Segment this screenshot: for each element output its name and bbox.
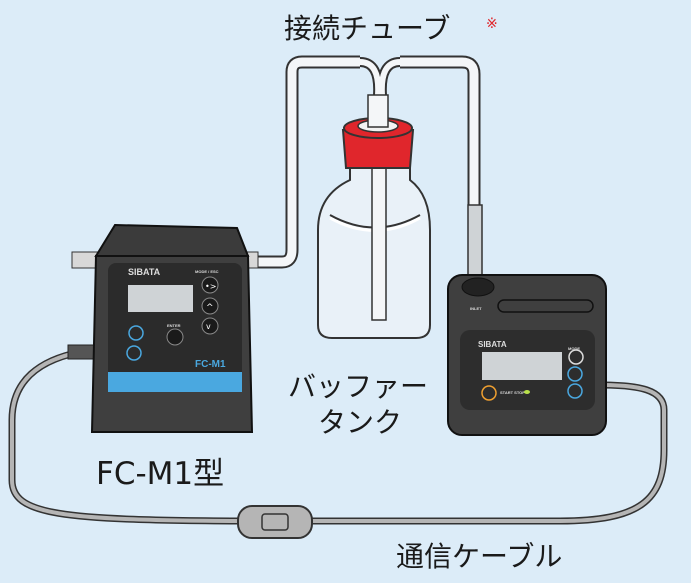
label-fc-m1: FC-M1型: [96, 456, 224, 492]
pump-lcd: [482, 352, 562, 380]
pump-down-button[interactable]: [567, 383, 583, 399]
down-button[interactable]: [201, 317, 219, 335]
buffer-tank-bottle: [317, 94, 431, 339]
svg-text:^: ^: [206, 303, 214, 313]
svg-text:INLET: INLET: [470, 306, 482, 311]
svg-text:•>: •>: [205, 282, 216, 291]
label-communication-cable: 通信ケーブル: [396, 540, 562, 573]
pump-brand: SIBATA: [478, 340, 507, 349]
cable-inline-module: [237, 505, 313, 539]
cal-button[interactable]: [126, 345, 142, 361]
pump-mode-button[interactable]: [568, 349, 584, 365]
svg-text:ENTER: ENTER: [167, 323, 181, 328]
fc-m1-device: SIBATA MODE / ESC •> ^ v ENTER FC-M1: [67, 223, 259, 433]
svg-text:MODE / ESC: MODE / ESC: [195, 269, 219, 274]
label-connection-tube: 接続チューブ: [284, 12, 450, 45]
pump-up-button[interactable]: [567, 366, 583, 382]
up-button[interactable]: [201, 297, 219, 315]
pump-device: INLET SIBATA MODE START STOP: [447, 274, 607, 436]
label-buffer-tank-1: バッファー: [288, 370, 428, 403]
fc-m1-blue-stripe: [108, 372, 242, 392]
svg-text:v: v: [206, 322, 211, 331]
enter-button[interactable]: [166, 328, 184, 346]
connection-tube: [240, 55, 483, 286]
azero-button[interactable]: [128, 325, 144, 341]
mode-button[interactable]: [201, 276, 219, 294]
fc-m1-brand: SIBATA: [128, 267, 161, 277]
label-buffer-tank-2: タンク: [318, 406, 402, 439]
label-note-mark: ※: [486, 16, 498, 32]
status-led: [524, 390, 530, 394]
fc-m1-lcd: [128, 285, 193, 312]
svg-text:MODE: MODE: [568, 346, 580, 351]
fc-m1-model-logo: FC-M1: [195, 359, 226, 370]
communication-cable: [8, 348, 668, 539]
svg-text:START STOP: START STOP: [500, 390, 525, 395]
start-stop-button[interactable]: [481, 385, 497, 401]
